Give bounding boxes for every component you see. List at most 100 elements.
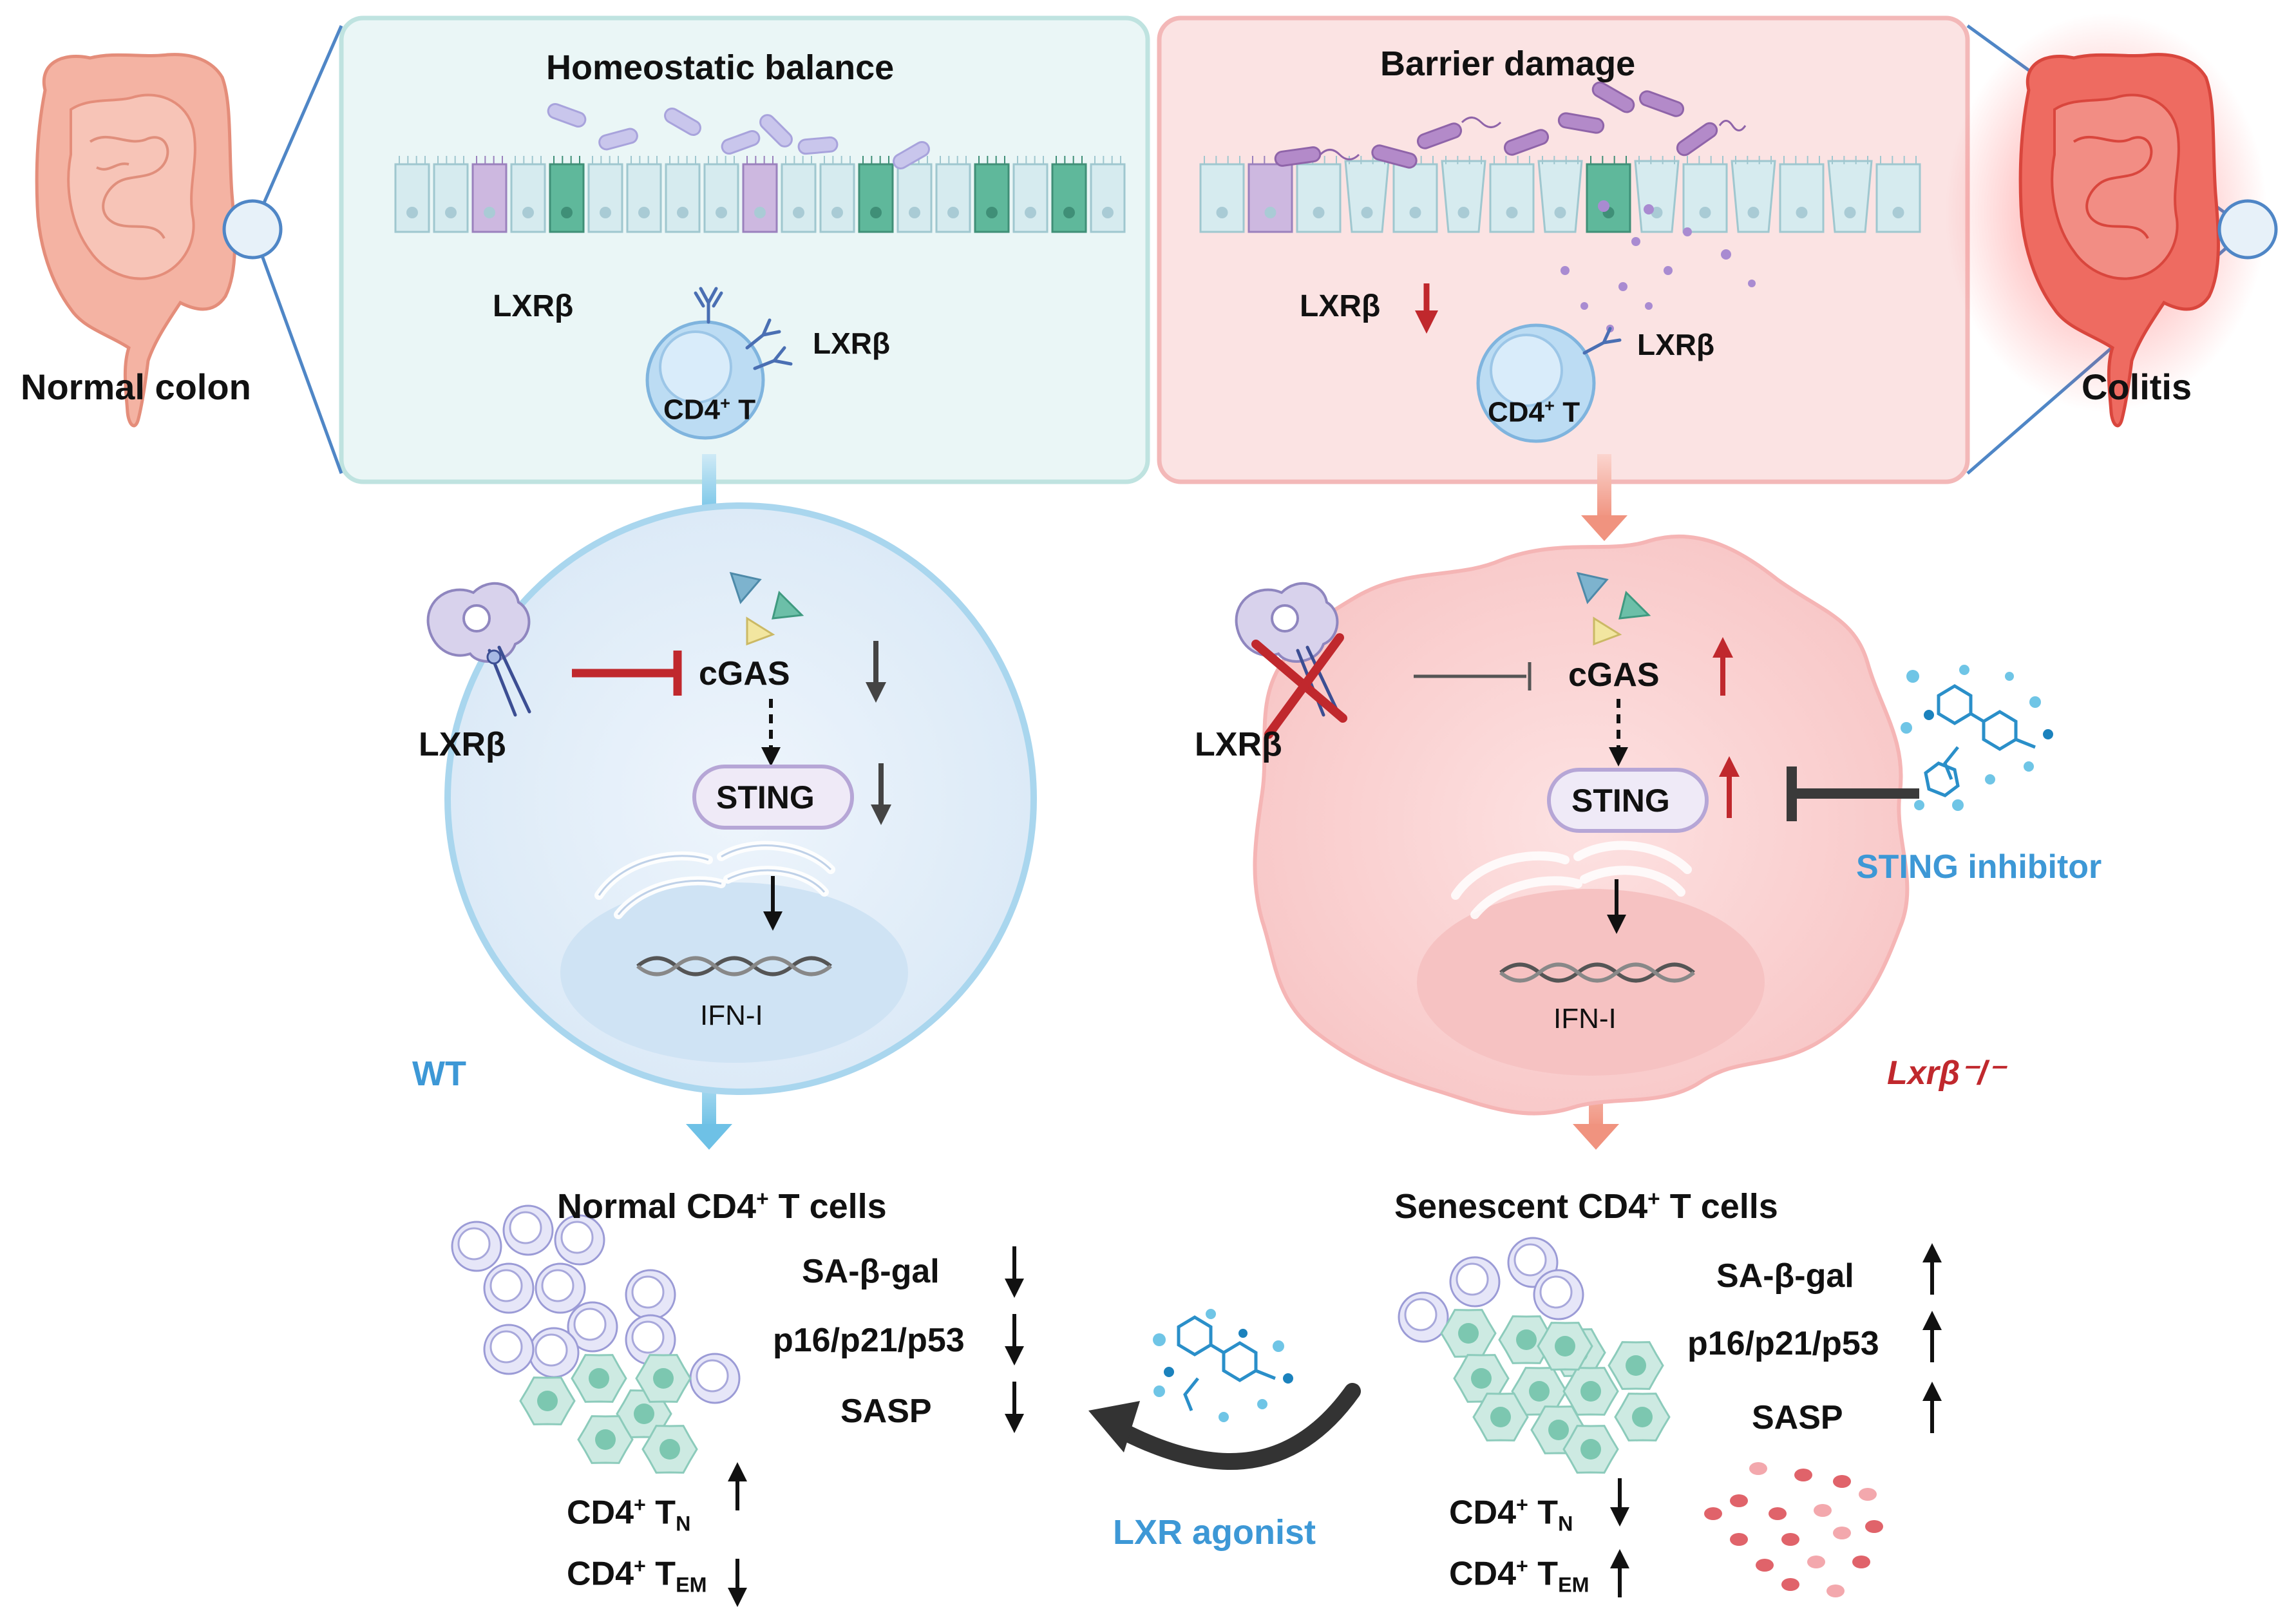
sting-inhibitor-block — [1787, 766, 1919, 821]
cgas-label-wt: cGAS — [699, 655, 790, 692]
normal-colon-label: Normal colon — [21, 366, 251, 407]
epithelial-cell — [1296, 163, 1342, 233]
epithelial-cell — [433, 163, 469, 233]
epithelial-cell — [897, 163, 933, 233]
lxr-label-right-2: LXRβ — [1637, 328, 1715, 361]
epithelial-cell — [742, 163, 778, 233]
sting-box-ko — [1547, 768, 1709, 833]
cd4-cell-label-left: CD4+ T — [663, 393, 756, 426]
lxr-receptor-label-wt: LXRβ — [419, 726, 506, 763]
epithelium-left — [394, 156, 1126, 233]
epithelial-cell — [935, 163, 971, 233]
homeostatic-panel — [339, 15, 1150, 484]
colitis-colon-icon — [1945, 13, 2278, 428]
epithelial-cell — [1012, 163, 1048, 233]
epithelial-cell — [1051, 163, 1087, 233]
lxr-label-left-1: LXRβ — [493, 289, 574, 323]
epithelial-cell — [781, 163, 817, 233]
epithelial-cell — [1248, 163, 1293, 233]
sting-box-wt — [692, 765, 854, 830]
homeostatic-title: Homeostatic balance — [546, 48, 895, 87]
lxr-agonist-molecules-icon — [1177, 1315, 1276, 1411]
normal-colon-icon — [35, 53, 283, 428]
epithelial-cell — [665, 163, 701, 233]
normal-cells-title: Normal CD4+ T cells — [557, 1187, 887, 1226]
senescent-cells-title: Senescent CD4+ T cells — [1394, 1187, 1778, 1226]
cdna-ligands-ko — [1576, 571, 1651, 646]
epithelial-cell — [1875, 163, 1921, 233]
effector-t-cells-right — [1440, 1309, 1671, 1474]
lxr-receptor-label-ko: LXRβ — [1195, 726, 1282, 763]
epithelial-cell — [858, 163, 894, 233]
epithelial-cell — [1682, 163, 1728, 233]
marker-sa-beta-gal-normal: SA-β-gal — [802, 1253, 940, 1290]
marker-sa-beta-gal-senescent: SA-β-gal — [1716, 1257, 1854, 1295]
sting-inhibitor-label: STING inhibitor — [1856, 848, 2102, 886]
sting-label-ko: STING — [1571, 783, 1670, 819]
cd4-cell-label-right: CD4+ T — [1488, 395, 1580, 428]
cd4-t-cell-left — [645, 287, 793, 440]
cd4-t-cell-right — [1476, 323, 1622, 443]
epithelial-cell — [1731, 160, 1776, 233]
genotype-label-ko: Lxrβ⁻/⁻ — [1887, 1054, 2005, 1092]
epithelium-right — [1199, 156, 1921, 233]
cdna-ligands-wt — [729, 571, 804, 646]
epithelial-cell — [1344, 160, 1390, 233]
lxr-receptor-ko-deleted — [1235, 582, 1347, 739]
ifn-label-wt: IFN-I — [700, 1000, 763, 1031]
epithelial-cell — [974, 163, 1010, 233]
effector-t-cells-left — [519, 1354, 698, 1474]
sting-label-wt: STING — [716, 779, 815, 815]
lxr-agonist-label: LXR agonist — [1113, 1513, 1316, 1552]
epithelial-cell — [1392, 163, 1438, 233]
naive-t-cells-left — [451, 1204, 741, 1404]
pathogenic-bacteria-right — [1274, 81, 1718, 169]
epithelial-cell — [394, 163, 430, 233]
epithelial-cell — [1199, 163, 1245, 233]
epithelial-cell — [1489, 163, 1535, 233]
commensal-bacteria-left — [547, 103, 930, 169]
epithelial-cell — [510, 163, 546, 233]
deletion-cross-icon — [1251, 633, 1347, 739]
naive-t-cells-right — [1398, 1237, 1584, 1343]
epithelial-cell — [819, 163, 855, 233]
epithelial-cell — [471, 163, 508, 233]
sasp-particles-icon — [1704, 1462, 1883, 1597]
marker-sasp-senescent: SASP — [1752, 1399, 1843, 1436]
inhibition-arrow-wt — [572, 651, 682, 696]
epithelial-cell — [1779, 163, 1825, 233]
lxr-label-left-2: LXRβ — [813, 327, 891, 360]
epithelial-cell — [626, 163, 662, 233]
dna-helix-ko — [1499, 962, 1695, 983]
epithelial-cell — [587, 163, 623, 233]
cgas-label-ko: cGAS — [1568, 656, 1660, 694]
lxr-label-right-1: LXRβ — [1300, 289, 1381, 323]
dna-helix-wt — [636, 956, 832, 976]
inhibition-arrow-ko — [1414, 662, 1532, 690]
cd4-tem-senescent: CD4+ TEM — [1449, 1554, 1589, 1597]
cd4-tn-senescent: CD4+ TN — [1449, 1493, 1573, 1536]
epithelial-cell — [1537, 160, 1583, 233]
barrier-damage-title: Barrier damage — [1380, 44, 1636, 83]
epithelial-cell — [1090, 163, 1126, 233]
ifn-label-ko: IFN-I — [1553, 1003, 1617, 1034]
cd4-tem-normal: CD4+ TEM — [567, 1554, 707, 1597]
sting-inhibitor-molecules-icon — [1924, 684, 2036, 797]
epithelial-cell — [1634, 160, 1680, 233]
genotype-label-wt: WT — [412, 1054, 466, 1093]
lxr-receptor-wt — [426, 582, 531, 717]
cd4-tn-normal: CD4+ TN — [567, 1493, 691, 1536]
lxr-agonist-curved-arrow — [1088, 1383, 1361, 1470]
marker-p16-normal: p16/p21/p53 — [773, 1322, 965, 1359]
marker-sasp-normal: SASP — [840, 1393, 932, 1430]
endoplasmic-reticulum-ko — [1451, 841, 1692, 919]
epithelial-cell — [703, 163, 739, 233]
epithelial-cell — [1586, 163, 1631, 233]
epithelial-cell — [1441, 160, 1486, 233]
epithelial-cell — [549, 163, 585, 233]
epithelial-cell — [1827, 160, 1873, 233]
colitis-label: Colitis — [2082, 366, 2192, 407]
marker-p16-senescent: p16/p21/p53 — [1687, 1325, 1879, 1362]
